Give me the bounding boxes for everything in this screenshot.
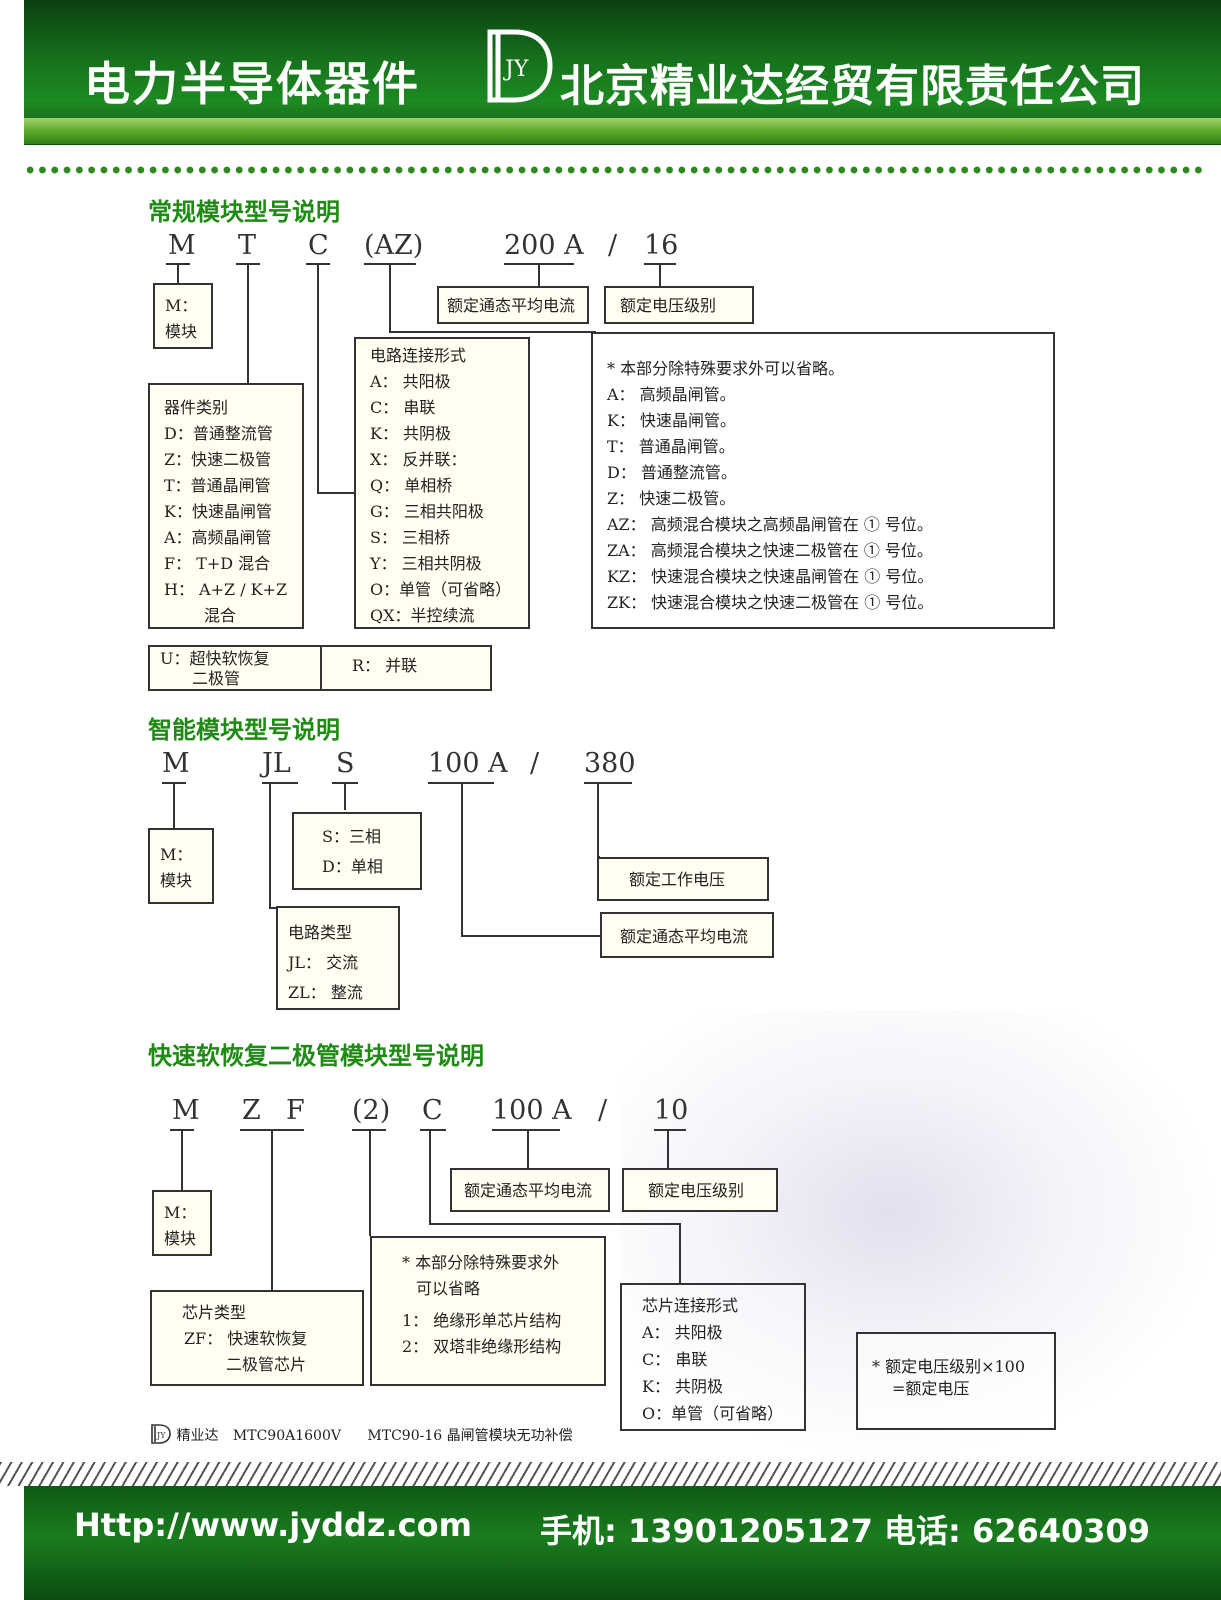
brand-name: 精业达 xyxy=(176,1428,219,1444)
svg-text:JY: JY xyxy=(156,1431,166,1440)
section3-title: 快速软恢复二极管模块型号说明 xyxy=(148,1042,484,1070)
code-m: M xyxy=(168,230,196,261)
s1-note-box: * 本部分除特殊要求外可以省略。 A： 高频晶闸管。 K： 快速晶闸管。 T： … xyxy=(591,332,1055,629)
model-2: MTC90-16 晶闸管模块无功补偿 xyxy=(367,1428,573,1444)
s3-voltage-box: 额定电压级别 xyxy=(622,1168,778,1212)
s1-voltage-box: 额定电压级别 xyxy=(604,286,754,324)
s2-current-box: 额定通态平均电流 xyxy=(600,912,774,958)
website-link[interactable]: Http://www.jyddz.com xyxy=(74,1506,472,1544)
header-stripe xyxy=(24,118,1221,144)
footer-hatch xyxy=(0,1462,1221,1486)
r-type-box: R： 并联 xyxy=(320,645,492,691)
circuit-connection-box: 电路连接形式 A： 共阳极 C： 串联 K： 共阴极 X： 反并联： Q： 单相… xyxy=(354,337,530,629)
s3-current-box: 额定通态平均电流 xyxy=(450,1168,610,1212)
code-az: (AZ) xyxy=(364,230,424,261)
model-1: MTC90A1600V xyxy=(232,1428,341,1444)
code2-100a: 100 A xyxy=(428,748,508,779)
code-16: 16 xyxy=(644,230,679,261)
bottom-caption: JY 精业达 MTC90A1600V MTC90-16 晶闸管模块无功补偿 xyxy=(150,1424,573,1445)
device-type-box: 器件类别 D：普通整流管 Z：快速二极管 T：普通晶闸管 K：快速晶闸管 A：高… xyxy=(148,383,304,629)
company-logo-icon: JY xyxy=(487,29,553,103)
dot-divider xyxy=(24,165,1204,175)
code3-m: M xyxy=(172,1095,200,1126)
code-200a: 200 A xyxy=(504,230,584,261)
phase-box: S：三相 D：单相 xyxy=(292,812,422,890)
section2-title: 智能模块型号说明 xyxy=(148,716,340,744)
code2-m: M xyxy=(162,748,190,779)
u-type-box: U：超快软恢复 二极管 xyxy=(148,645,322,691)
s1-module-box: M：模块 xyxy=(153,283,213,349)
code-slash: / xyxy=(608,230,618,261)
s1-current-box: 额定通态平均电流 xyxy=(437,286,589,324)
code3-c: C xyxy=(422,1095,443,1126)
code-c: C xyxy=(308,230,329,261)
section1-title: 常规模块型号说明 xyxy=(148,198,340,226)
contact-info: 手机: 13901205127 电话: 62640309 xyxy=(540,1512,1151,1550)
circuit-type-box: 电路类型 JL： 交流 ZL： 整流 xyxy=(276,906,400,1010)
code3-10: 10 xyxy=(654,1095,689,1126)
s2-voltage-box: 额定工作电压 xyxy=(597,857,769,901)
code-t: T xyxy=(238,230,257,261)
code2-380: 380 xyxy=(584,748,636,779)
code3-z: Z xyxy=(242,1095,261,1126)
logo-letters: JY xyxy=(503,57,529,82)
code3-100a: 100 A xyxy=(492,1095,572,1126)
chip-type-box: 芯片类型 ZF： 快速软恢复 二极管芯片 xyxy=(150,1290,364,1386)
small-logo-icon: JY xyxy=(151,1424,171,1444)
chip-connection-box: 芯片连接形式 A： 共阳极 C： 串联 K： 共阴极 O：单管（可省略） xyxy=(620,1283,806,1431)
s3-module-box: M：模块 xyxy=(152,1190,212,1256)
code3-f: F xyxy=(286,1095,305,1126)
s3-note-box: * 本部分除特殊要求外 可以省略 1： 绝缘形单芯片结构 2： 双塔非绝缘形结构 xyxy=(370,1236,606,1386)
formula-box: * 额定电压级别×100 =额定电压 xyxy=(856,1332,1056,1430)
code3-2: (2) xyxy=(352,1095,391,1126)
s2-module-box: M：模块 xyxy=(148,828,214,904)
code2-s: S xyxy=(336,748,355,779)
company-name: 北京精业达经贸有限责任公司 xyxy=(560,61,1145,112)
code3-slash: / xyxy=(598,1095,608,1126)
header-left-title: 电力半导体器件 xyxy=(84,57,420,111)
code2-jl: JL xyxy=(262,748,291,779)
footer-banner xyxy=(24,1486,1221,1600)
code2-slash: / xyxy=(530,748,540,779)
